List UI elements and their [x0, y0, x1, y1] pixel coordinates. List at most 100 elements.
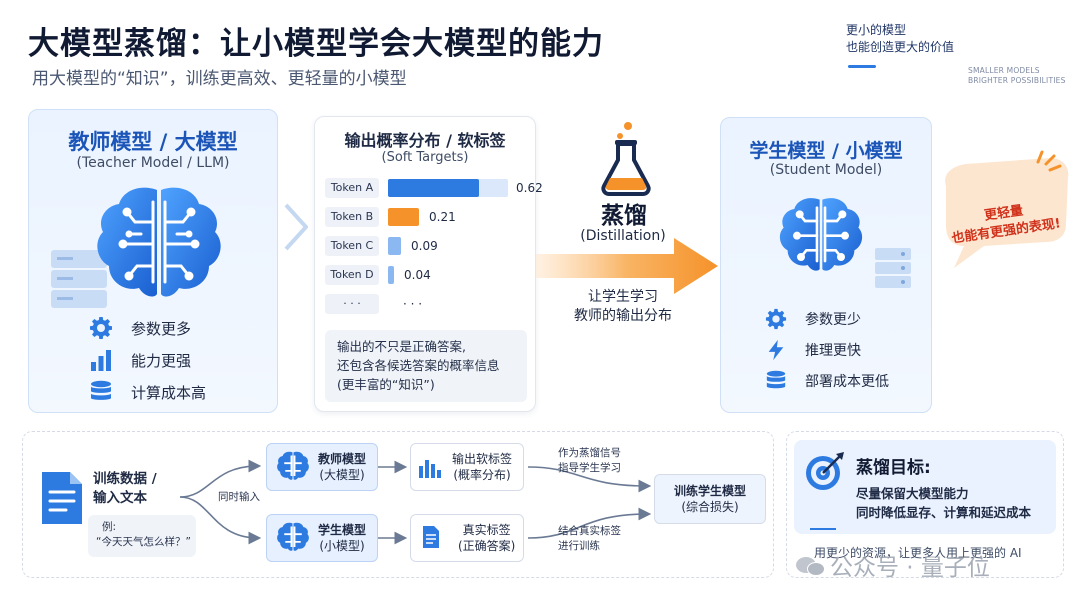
signal-note: 作为蒸馏信号 指导学生学习: [558, 446, 621, 476]
tagline-cn-line-1: 更小的模型: [846, 23, 907, 37]
token-label: Token D: [325, 265, 379, 285]
combine-note: 结合真实标签 进行训练: [558, 524, 621, 554]
tagline-en-line-2: BRIGHTER POSSIBILITIES: [968, 76, 1066, 85]
token-label: Token A: [325, 178, 379, 198]
soft-targets-subtitle: (Soft Targets): [381, 150, 469, 165]
goal-line-1: 尽量保留大模型能力: [856, 486, 969, 501]
soft-label-line-2: (概率分布): [453, 468, 511, 482]
student-feature-cost: 部署成本更低: [765, 370, 889, 392]
signal-line-1: 作为蒸馏信号: [558, 447, 621, 459]
feature-label: 推理更快: [805, 343, 861, 359]
feature-label: 参数更多: [131, 319, 192, 338]
example-box: [88, 515, 196, 557]
probability-bar: [388, 237, 401, 255]
teacher-model-box: [266, 443, 378, 491]
token-label: Token C: [325, 236, 379, 256]
probability-bar: [388, 179, 479, 197]
distillation-arrow: [536, 238, 718, 294]
distillation-label-en: (Distillation): [580, 228, 666, 244]
hard-label-text: 真实标签 (正确答案): [458, 522, 515, 554]
bar-chart-icon: [91, 350, 111, 371]
train-line-1: 训练学生模型: [673, 484, 746, 498]
student-feature-speed: 推理更快: [765, 339, 861, 361]
probability-value: 0.04: [404, 268, 431, 282]
server-icon: [875, 248, 911, 288]
value-ellipsis: · · ·: [403, 297, 423, 311]
combine-line-2: 进行训练: [558, 540, 600, 552]
probability-bar: [388, 266, 394, 284]
gear-icon: [765, 308, 787, 330]
wechat-icon: [796, 555, 826, 577]
teacher-model-line-1: 教师模型: [318, 452, 367, 466]
target-icon: [806, 452, 844, 490]
speech-bubble: [945, 150, 1069, 268]
teacher-model-line-2: (大模型): [319, 468, 365, 482]
teacher-feature-params: 参数更多: [89, 316, 191, 340]
feature-label: 计算成本高: [131, 383, 207, 402]
tagline-divider: [848, 65, 876, 68]
input-title-line-1: 训练数据 /: [93, 471, 157, 487]
goal-footer: 用更少的资源，让更多人用上更强的 AI: [814, 546, 1022, 560]
student-model-line-1: 学生模型: [318, 523, 367, 537]
database-icon: [766, 370, 786, 389]
soft-label-text: 输出软标签 (概率分布): [452, 451, 512, 483]
brain-icon: [277, 451, 309, 480]
hard-label-line-1: 真实标签: [462, 523, 511, 537]
feature-label: 部署成本更低: [805, 374, 889, 390]
example-label: 例:: [102, 521, 117, 533]
probability-value: 0.62: [516, 181, 543, 195]
goal-panel: [786, 431, 1064, 578]
note-line-1: 输出的不只是正确答案,: [337, 339, 466, 354]
distillation-desc-line-1: 让学生学习: [588, 289, 658, 305]
probability-value: 0.21: [429, 210, 456, 224]
feature-label: 参数更少: [805, 312, 861, 328]
server-icon: [51, 250, 107, 308]
flask-icon: [601, 122, 651, 196]
bar-chart-icon: [419, 460, 441, 478]
teacher-card: 教师模型 / 大模型 (Teacher Model / LLM) 参数更多 能力…: [28, 109, 278, 413]
soft-label-line-1: 输出软标签: [452, 452, 513, 466]
goal-text: 尽量保留大模型能力 同时降低显存、计算和延迟成本: [856, 484, 1031, 522]
distillation-label: 蒸馏: [601, 203, 647, 229]
token-ellipsis: · · ·: [325, 294, 379, 314]
tagline-en-line-1: SMALLER MODELS: [968, 66, 1040, 75]
train-line-2: (综合损失): [681, 500, 739, 514]
page-title: 大模型蒸馏：让小模型学会大模型的能力: [28, 26, 604, 62]
database-icon: [91, 380, 111, 400]
simultaneous-label: 同时输入: [218, 491, 260, 503]
training-flow-panel: [22, 431, 774, 578]
tagline-en: SMALLER MODELS BRIGHTER POSSIBILITIES: [968, 66, 1066, 86]
brain-circuit-icon: [97, 187, 221, 297]
student-model-label: 学生模型 (小模型): [318, 522, 366, 554]
feature-label: 能力更强: [131, 351, 192, 370]
lightning-icon: [768, 339, 784, 361]
teacher-title: 教师模型 / 大模型: [68, 130, 238, 154]
student-model-line-2: (小模型): [319, 539, 365, 553]
signal-line-2: 指导学生学习: [558, 462, 621, 474]
goal-line-2: 同时降低显存、计算和延迟成本: [856, 505, 1032, 520]
token-label: Token B: [325, 207, 379, 227]
probability-bar: [388, 208, 419, 226]
tagline-cn-line-2: 也能创造更大的价值: [846, 40, 955, 54]
goal-title: 蒸馏目标:: [856, 458, 931, 478]
soft-targets-title: 输出概率分布 / 软标签: [344, 131, 506, 150]
student-title: 学生模型 / 小模型: [749, 140, 903, 162]
document-icon: [423, 526, 439, 548]
combine-line-1: 结合真实标签: [558, 525, 621, 537]
chevron-right-icon: [284, 203, 308, 251]
brain-icon: [277, 522, 309, 551]
distillation-description: 让学生学习 教师的输出分布: [548, 288, 698, 326]
input-title: 训练数据 / 输入文本: [93, 470, 157, 508]
probability-value: 0.09: [411, 239, 438, 253]
input-title-line-2: 输入文本: [93, 490, 147, 506]
soft-targets-note: 输出的不只是正确答案, 还包含各候选答案的概率信息 (更丰富的“知识”): [325, 330, 527, 402]
train-student-label: 训练学生模型 (综合损失): [654, 483, 766, 515]
brain-circuit-icon: [779, 198, 863, 271]
document-icon: [42, 472, 82, 524]
student-card: 学生模型 / 小模型 (Student Model) 参数更少 推理更快 部署成…: [720, 117, 932, 413]
student-feature-params: 参数更少: [765, 308, 861, 330]
watermark-text: 公众号 · 量子位: [830, 555, 990, 581]
train-student-box: [654, 474, 766, 524]
page-subtitle: 用大模型的“知识”，训练更高效、更轻量的小模型: [32, 69, 407, 89]
